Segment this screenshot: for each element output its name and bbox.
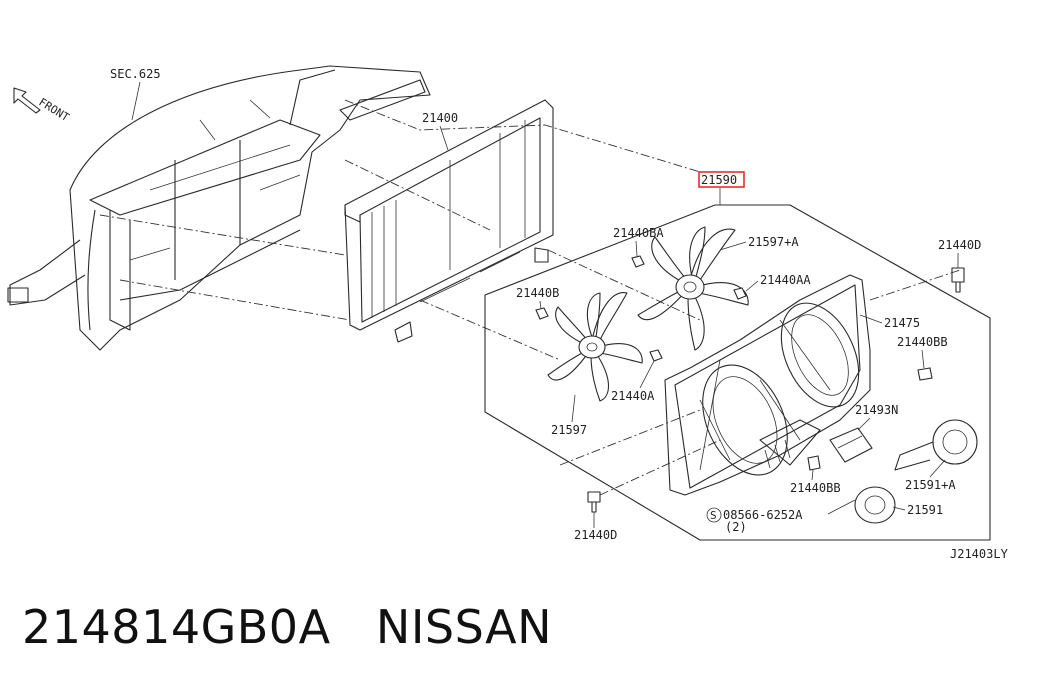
p21597A-label: 21597+A: [748, 235, 799, 249]
resistor-21493n: [829, 427, 873, 463]
p21440BB-top-leader: [921, 349, 925, 369]
p21440A-label: 21440A: [611, 389, 655, 403]
p21440BB-top-label: 21440BB: [897, 335, 948, 349]
p21400-leader: [439, 125, 449, 151]
fan-shroud: [664, 274, 871, 496]
part-number: 214814GB0A: [22, 600, 331, 654]
p21591A-label: 21591+A: [905, 478, 956, 492]
p21591-leader: [892, 506, 906, 511]
p21440D-bottom-label: 21440D: [574, 528, 617, 542]
screw-symbol-icon: S: [706, 507, 722, 523]
clip-21440bb-bottom: [807, 455, 821, 471]
p21400-label: 21400: [422, 111, 458, 125]
fan-upper: [637, 226, 749, 351]
p21493N-leader: [857, 417, 871, 431]
p21475-leader: [859, 314, 883, 324]
p21440D-top-label: 21440D: [938, 238, 981, 252]
bolt-21440d-top: [951, 267, 965, 293]
p21440B-leader: [539, 300, 542, 310]
caption: 214814GB0A NISSAN: [22, 600, 552, 654]
clip-21440a: [649, 349, 663, 362]
p21591-label: 21591: [907, 503, 943, 517]
sec625-label: SEC.625: [110, 67, 161, 81]
fan-motor-upper: [894, 419, 978, 471]
nut-21440ba: [631, 255, 645, 268]
p21590-label: 21590: [701, 173, 737, 187]
caption-gap: [331, 600, 376, 654]
p21440BB-bottom-label: 21440BB: [790, 481, 841, 495]
diagram-code: J21403LY: [950, 547, 1009, 561]
p21590-highlight: [698, 171, 745, 188]
p08566-leader: [827, 499, 856, 515]
nut-21440b: [535, 307, 549, 320]
p21440AA-leader: [745, 280, 759, 292]
p21440BB-bottom-leader: [811, 469, 814, 481]
p21440B-label: 21440B: [516, 286, 559, 300]
svg-text:S: S: [710, 509, 717, 522]
assembly-outline: [484, 204, 991, 541]
sec625-leader: [131, 81, 141, 121]
p21440AA-label: 21440AA: [760, 273, 811, 287]
assembly-lines: [99, 99, 961, 496]
radiator: [344, 99, 554, 343]
front-label: FRONT: [36, 96, 71, 125]
fan-lower: [547, 292, 643, 402]
p21597-label: 21597: [551, 423, 587, 437]
bolt-21440d-bottom: [587, 491, 601, 513]
p21591A-leader: [929, 459, 946, 478]
nut-21440aa: [733, 287, 747, 300]
p21440A-leader: [639, 360, 655, 389]
p21493N-label: 21493N: [855, 403, 898, 417]
p08566-qty-label: (2): [725, 520, 747, 534]
p21475-label: 21475: [884, 316, 920, 330]
radiator-core-support: [7, 65, 431, 351]
p08566-label: 08566-6252A: [723, 508, 803, 522]
p21597-leader: [571, 394, 576, 423]
p21597A-leader: [719, 241, 747, 251]
clip-21440bb-top: [917, 367, 933, 381]
p21440BA-leader: [635, 240, 638, 257]
fan-motor-lower: [854, 486, 896, 524]
p21440BA-label: 21440BA: [613, 226, 664, 240]
brand-name: NISSAN: [375, 600, 553, 654]
front-arrow-icon: [13, 87, 41, 114]
